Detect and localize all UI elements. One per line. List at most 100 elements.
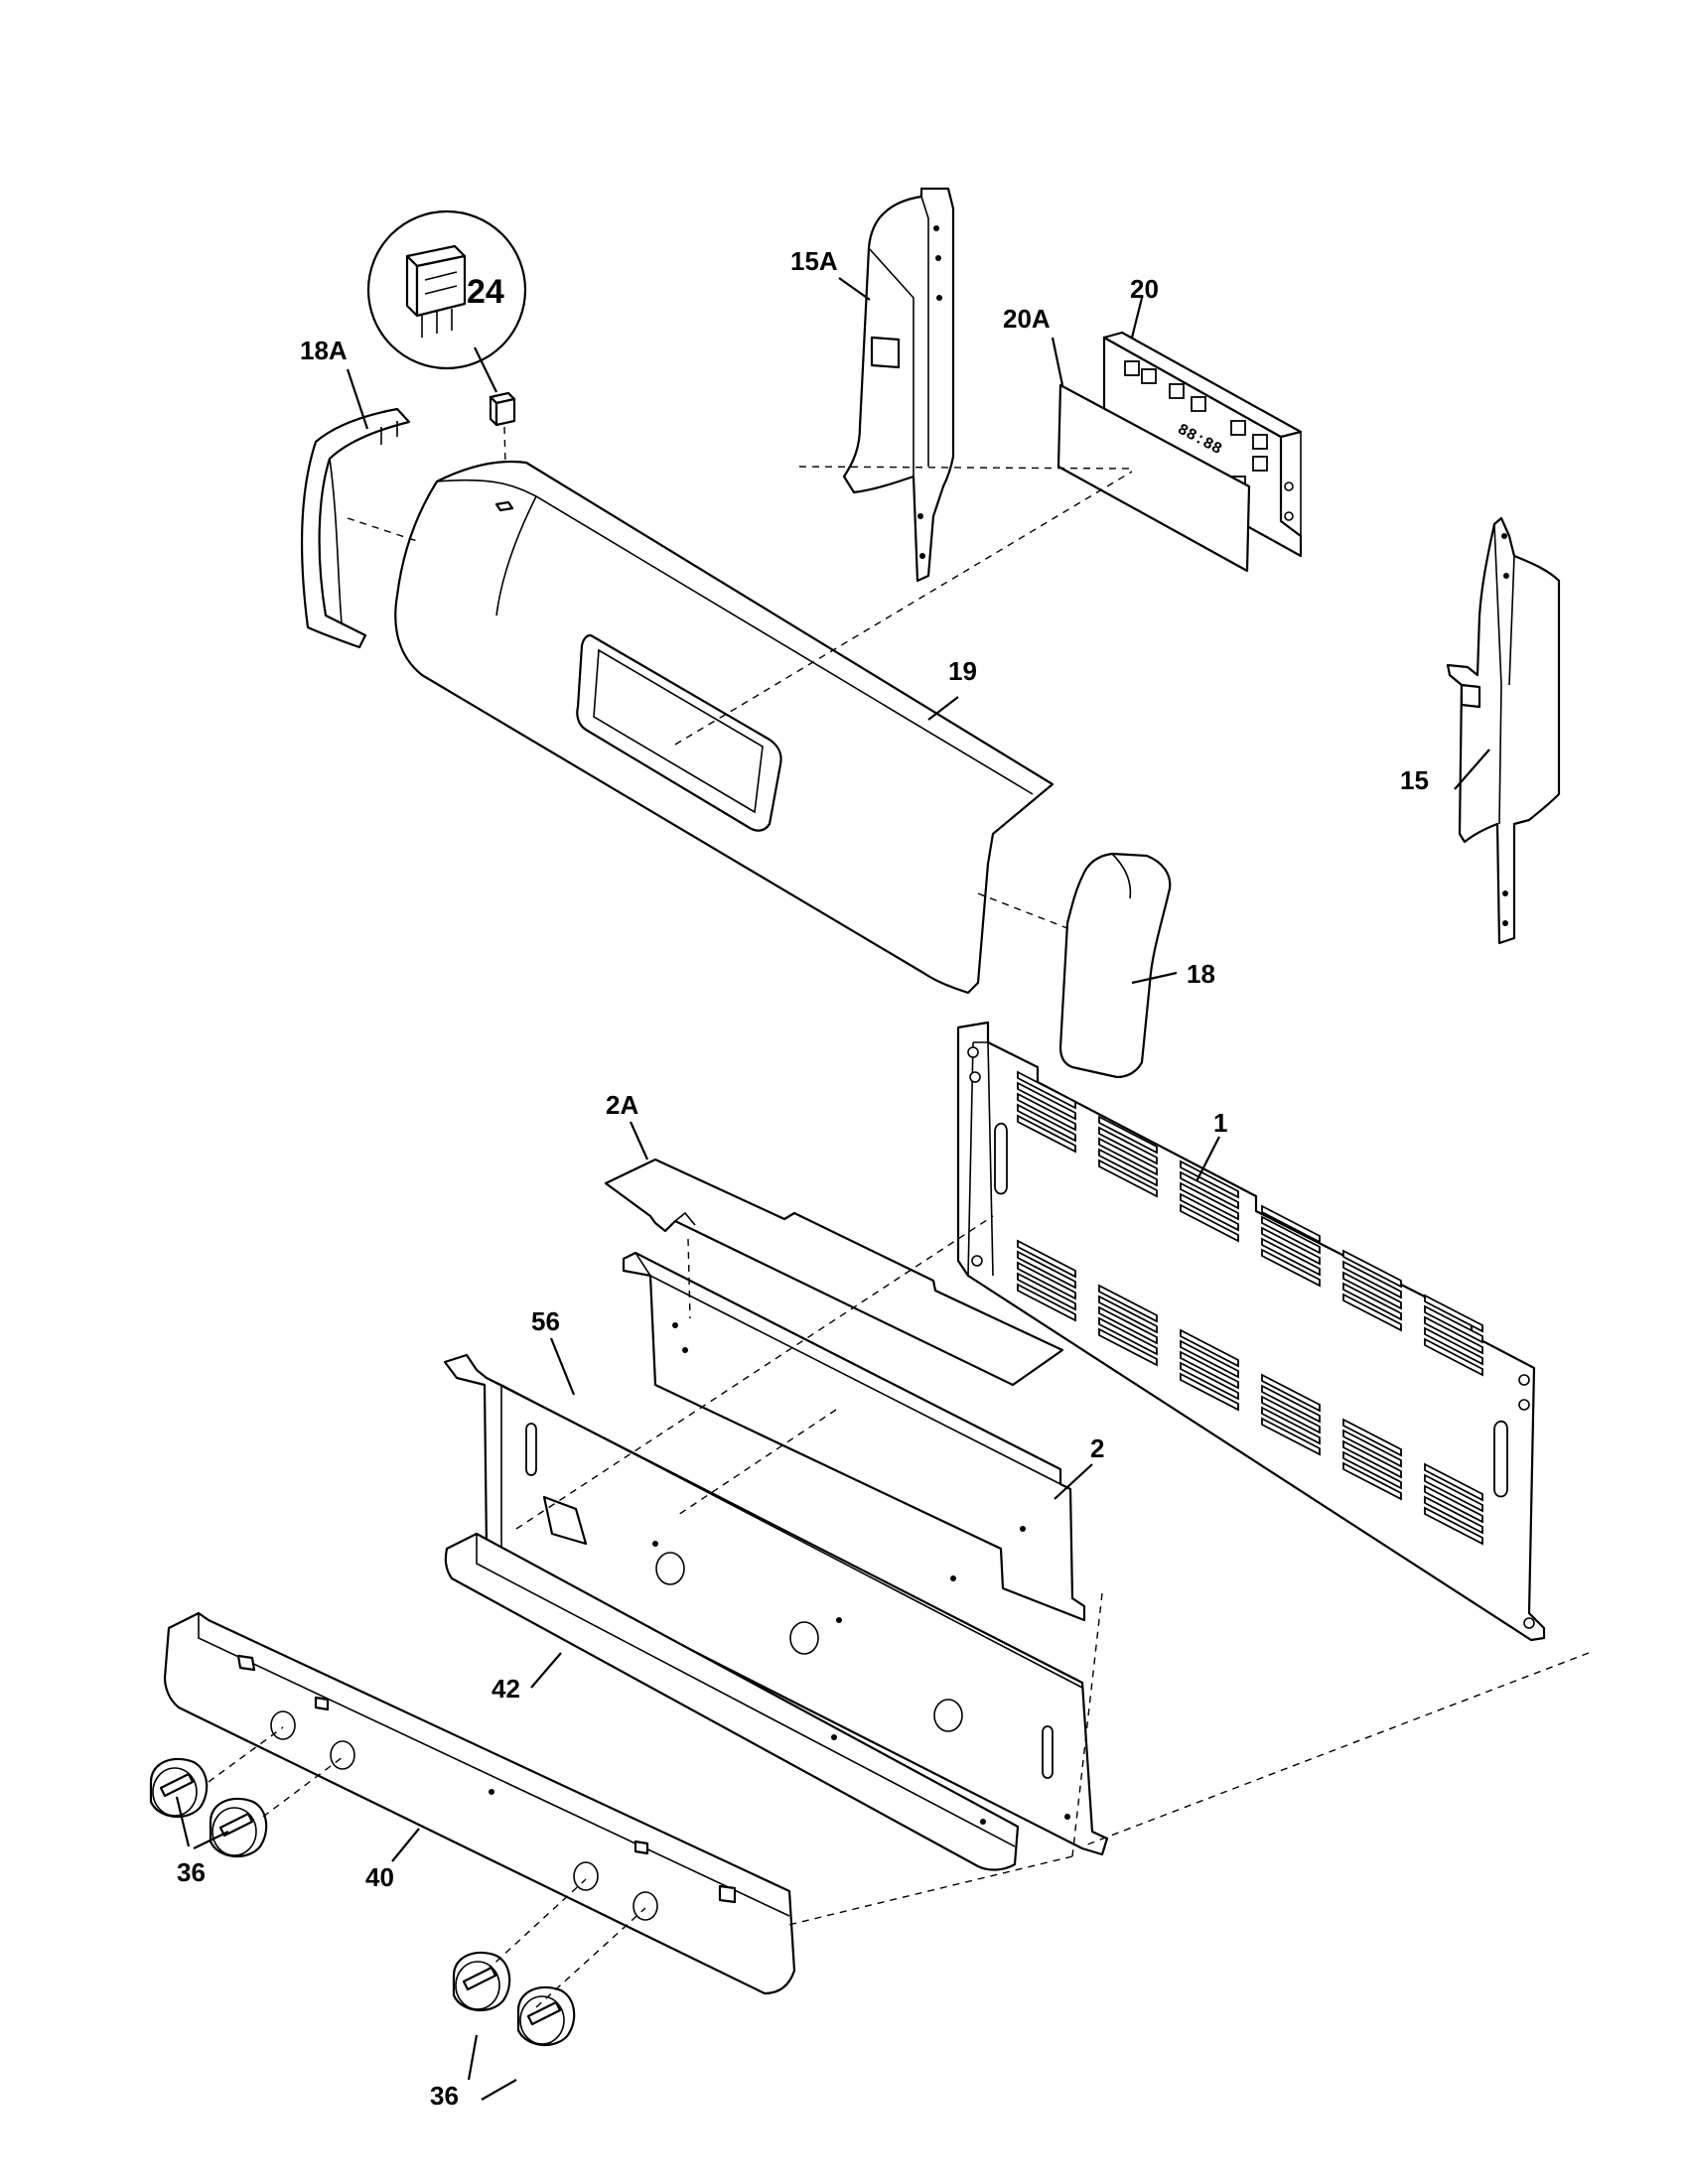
louver-slot bbox=[1098, 1295, 1158, 1334]
louver-slot bbox=[1180, 1203, 1239, 1243]
louver-slot bbox=[1424, 1462, 1483, 1502]
louver-slot bbox=[1098, 1327, 1158, 1367]
label-2: 2 bbox=[1090, 1433, 1104, 1463]
louver-slot bbox=[1342, 1439, 1402, 1479]
control-knob bbox=[209, 1797, 268, 1858]
louver-slot bbox=[1180, 1361, 1239, 1401]
label-15a: 15A bbox=[790, 246, 838, 276]
louver-slot bbox=[1180, 1192, 1239, 1232]
louver-slot bbox=[1261, 1417, 1321, 1456]
label-24: 24 bbox=[467, 273, 504, 311]
louver-slot bbox=[1342, 1418, 1402, 1457]
louver-slot bbox=[1261, 1204, 1321, 1244]
louver-slot bbox=[1424, 1473, 1483, 1513]
label-19: 19 bbox=[948, 656, 977, 686]
louver-slot bbox=[1342, 1461, 1402, 1501]
louver-slot bbox=[1017, 1070, 1076, 1110]
part-2-manifold-panel bbox=[622, 1238, 1093, 1622]
control-knob bbox=[149, 1757, 209, 1819]
louver-slot bbox=[1098, 1305, 1158, 1345]
label-42: 42 bbox=[492, 1674, 520, 1704]
louver-slot bbox=[1261, 1248, 1321, 1288]
louver-slot bbox=[1261, 1215, 1321, 1255]
label-18a: 18A bbox=[300, 336, 348, 365]
louver-slot bbox=[1424, 1304, 1483, 1344]
part-18-right-end-cap bbox=[1058, 852, 1178, 1079]
louver-slot bbox=[1180, 1339, 1239, 1379]
louver-slot bbox=[1424, 1484, 1483, 1524]
callout-labels: 24 18A 15A 20 20A 19 15 18 2A 1 56 2 42 … bbox=[177, 246, 1429, 2111]
louver-slot bbox=[1342, 1282, 1402, 1321]
louver-slot bbox=[1424, 1294, 1483, 1333]
louver-slot bbox=[1017, 1239, 1076, 1279]
part-40-control-panel-front bbox=[163, 1592, 1590, 1995]
louver-slot bbox=[1342, 1271, 1402, 1310]
louver-slot bbox=[1424, 1506, 1483, 1546]
louver-slot bbox=[1424, 1315, 1483, 1355]
label-18: 18 bbox=[1187, 959, 1215, 989]
louver-slot bbox=[1261, 1373, 1321, 1413]
louver-slot bbox=[1342, 1450, 1402, 1490]
assembly-guide-lines bbox=[347, 466, 1133, 1518]
louver-slot bbox=[1342, 1249, 1402, 1289]
control-knob bbox=[516, 1985, 576, 2047]
label-36-left: 36 bbox=[177, 1857, 206, 1887]
louver-slot bbox=[1098, 1115, 1158, 1155]
label-2a: 2A bbox=[606, 1090, 638, 1120]
part-18a-left-end-cap bbox=[301, 368, 411, 649]
louver-slot bbox=[1017, 1114, 1076, 1154]
louver-slot bbox=[1098, 1126, 1158, 1165]
louver-slot bbox=[1017, 1283, 1076, 1322]
louver-slot bbox=[1098, 1137, 1158, 1176]
part-15-right-bracket bbox=[1446, 516, 1561, 945]
label-36-right: 36 bbox=[430, 2081, 459, 2111]
part-36-knobs bbox=[149, 1726, 646, 2101]
louver-slot bbox=[1017, 1272, 1076, 1311]
louver-slot bbox=[1098, 1148, 1158, 1187]
part-2a-top-shield bbox=[604, 1121, 1064, 1387]
louver-slot bbox=[1180, 1350, 1239, 1390]
louver-slot bbox=[1424, 1495, 1483, 1535]
louver-slot bbox=[1180, 1181, 1239, 1221]
louver-slot bbox=[1017, 1103, 1076, 1143]
louver-slot bbox=[1180, 1372, 1239, 1412]
louver-slot bbox=[1098, 1284, 1158, 1323]
louver-slot bbox=[1261, 1395, 1321, 1434]
part-1-back-panel bbox=[956, 1021, 1546, 1642]
label-40: 40 bbox=[365, 1862, 394, 1892]
louver-slot bbox=[1017, 1081, 1076, 1121]
louver-slot bbox=[1342, 1260, 1402, 1299]
part-24-rocker-switch bbox=[366, 209, 527, 502]
louver-slot bbox=[1017, 1250, 1076, 1290]
control-knob bbox=[452, 1951, 511, 2012]
label-20a: 20A bbox=[1003, 304, 1051, 334]
upper-louvers bbox=[1017, 1070, 1483, 1377]
louver-slot bbox=[1424, 1337, 1483, 1377]
louver-slot bbox=[1261, 1384, 1321, 1424]
part-56-lower-control-panel bbox=[443, 1215, 1109, 1856]
louver-slot bbox=[1261, 1237, 1321, 1277]
louver-slot bbox=[1180, 1160, 1239, 1199]
part-42-trim-strip bbox=[444, 1532, 1020, 1871]
louver-slot bbox=[1180, 1328, 1239, 1368]
label-15: 15 bbox=[1400, 765, 1429, 795]
lower-louvers bbox=[1017, 1239, 1483, 1546]
part-19-control-panel bbox=[394, 460, 1055, 995]
louver-slot bbox=[1424, 1326, 1483, 1366]
louver-slot bbox=[1098, 1159, 1158, 1198]
louver-slot bbox=[1180, 1170, 1239, 1210]
part-15a-left-bracket bbox=[838, 187, 955, 583]
louver-slot bbox=[1017, 1092, 1076, 1132]
louver-slot bbox=[1342, 1293, 1402, 1332]
louver-slot bbox=[1261, 1406, 1321, 1445]
label-56: 56 bbox=[531, 1306, 560, 1336]
label-20: 20 bbox=[1130, 274, 1159, 304]
louver-slot bbox=[1261, 1226, 1321, 1266]
part-20a-control-overlay bbox=[1051, 297, 1251, 573]
louver-slot bbox=[1342, 1429, 1402, 1468]
label-1: 1 bbox=[1213, 1108, 1227, 1138]
louver-slot bbox=[1098, 1316, 1158, 1356]
part-20-electronic-clock-control: 88:88 bbox=[1102, 331, 1303, 558]
louver-slot bbox=[1017, 1261, 1076, 1300]
